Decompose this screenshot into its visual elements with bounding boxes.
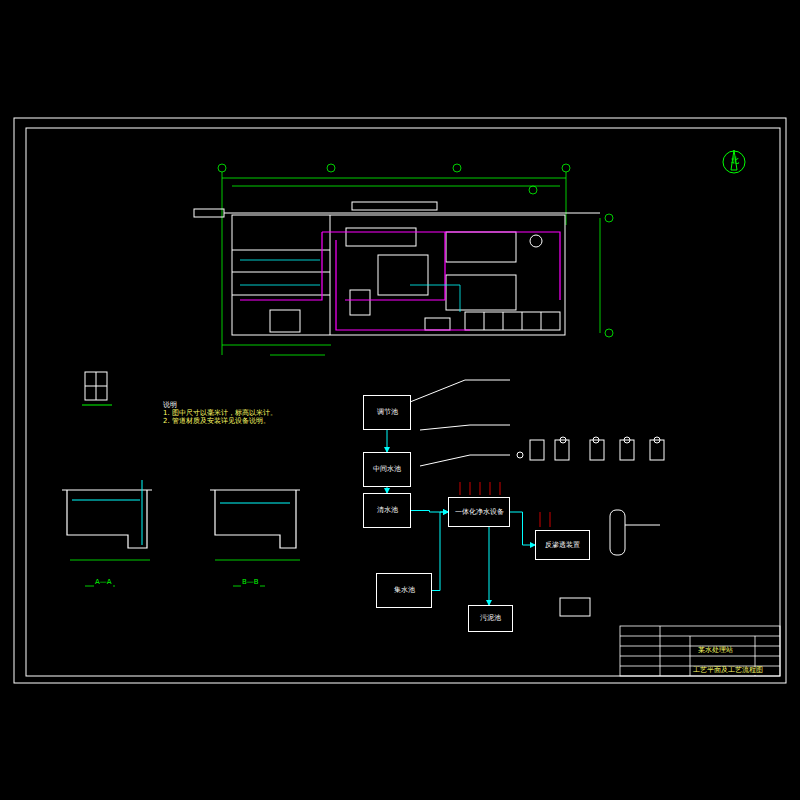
box-label: 清水池 (377, 506, 398, 514)
drawing-label: B—B (241, 579, 260, 587)
pipe-connector (387, 430, 388, 452)
drawing-label: 某水处理站 (697, 647, 734, 655)
box-label: 一体化净水设备 (455, 508, 504, 516)
drawing-label: 2. 管道材质及安装详见设备说明。 (162, 418, 271, 426)
drawing-label: 说明 (162, 402, 178, 410)
process-box: 污泥池 (468, 605, 513, 632)
box-label: 集水池 (394, 586, 415, 594)
pipe-connector (489, 527, 490, 605)
box-label: 反渗透装置 (545, 541, 580, 549)
box-label: 污泥池 (480, 614, 501, 622)
process-box: 清水池 (363, 493, 411, 528)
drawing-label: 北 (730, 157, 740, 166)
box-label: 中间水池 (373, 465, 401, 473)
drawing-label: 1. 图中尺寸以毫米计，标高以米计。 (162, 410, 278, 418)
pipe-connector (510, 512, 535, 545)
drawing-label: A—A (94, 579, 113, 587)
drawing-label: 工艺平面及工艺流程图 (692, 667, 764, 675)
pipe-connector (432, 512, 448, 591)
box-label: 调节池 (377, 408, 398, 416)
process-box: 一体化净水设备 (448, 497, 510, 527)
process-box: 集水池 (376, 573, 432, 608)
process-box: 反渗透装置 (535, 530, 590, 560)
process-box: 中间水池 (363, 452, 411, 487)
process-box: 调节池 (363, 395, 411, 430)
